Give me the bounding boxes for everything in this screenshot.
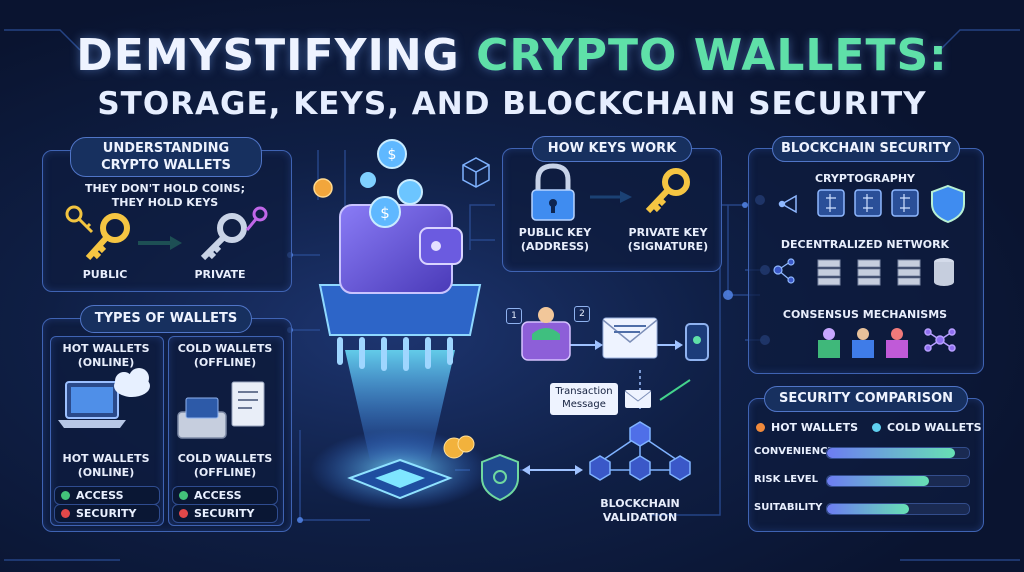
network-label: DECENTRALIZED NETWORK	[780, 238, 950, 251]
legend-dot-icon	[756, 423, 765, 432]
svg-text:$: $	[388, 147, 397, 163]
step-2-badge: 2	[574, 306, 590, 322]
light-beam	[345, 350, 455, 460]
network-node-icon	[778, 194, 797, 214]
chip-icon	[817, 189, 919, 217]
legend-dot-icon	[872, 423, 881, 432]
comparison-bar-track	[826, 475, 970, 487]
hot-access-item: ACCESS	[54, 486, 160, 505]
key-icon	[200, 206, 268, 261]
comparison-bar-track	[826, 503, 970, 515]
comparison-bar-track	[826, 447, 970, 459]
status-dot-icon	[179, 509, 188, 518]
padlock-icon	[531, 163, 575, 221]
key-icon	[645, 168, 690, 214]
cryptography-label: CRYPTOGRAPHY	[814, 172, 916, 185]
hot-wallet-legend: HOT WALLETS	[756, 421, 858, 434]
consensus-users-icon	[818, 328, 908, 358]
envelope-icon	[602, 317, 658, 359]
public-key-label: PUBLIC KEY(ADDRESS)	[518, 226, 592, 253]
understanding-desc: THEY DON'T HOLD COINS;THEY HOLD KEYS	[85, 182, 245, 209]
page-subtitle: STORAGE, KEYS, AND BLOCKCHAIN SECURITY	[97, 86, 927, 122]
comparison-bar-fill	[827, 448, 955, 458]
shield-icon	[481, 453, 519, 502]
status-dot-icon	[61, 509, 70, 518]
platform-icon	[347, 458, 453, 500]
status-dot-icon	[61, 491, 70, 500]
security-title: BLOCKCHAIN SECURITY	[772, 136, 960, 162]
shield-icon	[931, 184, 965, 224]
server-icon	[177, 397, 227, 439]
hot-security-item: SECURITY	[54, 504, 160, 523]
private-label: PRIVATE	[194, 268, 246, 281]
network-node-icon	[773, 258, 795, 284]
document-icon	[231, 381, 265, 427]
comparison-row-label: RISK LEVEL	[754, 474, 818, 485]
network-node-icon	[924, 328, 956, 352]
status-dot-icon	[179, 491, 188, 500]
cold-wallet-subtitle: COLD WALLETS(OFFLINE)	[177, 452, 273, 479]
coin-icon: $ $	[313, 139, 475, 459]
cold-wallet-title: COLD WALLETS(OFFLINE)	[177, 342, 273, 369]
phone-icon	[685, 323, 709, 361]
cold-access-item: ACCESS	[172, 486, 278, 505]
comparison-bar-fill	[827, 504, 910, 514]
public-label: PUBLIC	[82, 268, 128, 281]
cloud-icon	[114, 368, 150, 397]
envelope-icon	[624, 390, 652, 408]
server-icon	[817, 259, 921, 286]
page-title: DEMYSTIFYING CRYPTO WALLETS:	[76, 30, 948, 81]
hot-wallet-subtitle: HOT WALLETS(ONLINE)	[62, 452, 150, 479]
consensus-label: CONSENSUS MECHANISMS	[782, 308, 948, 321]
hot-wallet-title: HOT WALLETS(ONLINE)	[62, 342, 150, 369]
keys-title: HOW KEYS WORK	[532, 136, 692, 162]
cold-security-item: SECURITY	[172, 504, 278, 523]
private-key-label: PRIVATE KEY(SIGNATURE)	[627, 226, 709, 253]
comparison-bar-fill	[827, 476, 930, 486]
step-1-badge: 1	[506, 308, 522, 324]
cold-wallet-legend: COLD WALLETS	[872, 421, 982, 434]
svg-text:$: $	[380, 204, 390, 222]
comparison-row-label: SUITABILITY	[754, 502, 823, 513]
cube-icon	[462, 157, 490, 188]
user-wallet-icon	[521, 307, 571, 361]
laptop-icon	[58, 381, 126, 428]
blockchain-network-icon	[589, 421, 691, 481]
key-icon	[65, 205, 130, 261]
types-title: TYPES OF WALLETS	[80, 305, 252, 333]
database-icon	[934, 258, 954, 286]
comparison-row-label: CONVENIENCE	[754, 446, 835, 457]
comparison-title: SECURITY COMPARISON	[764, 386, 968, 412]
